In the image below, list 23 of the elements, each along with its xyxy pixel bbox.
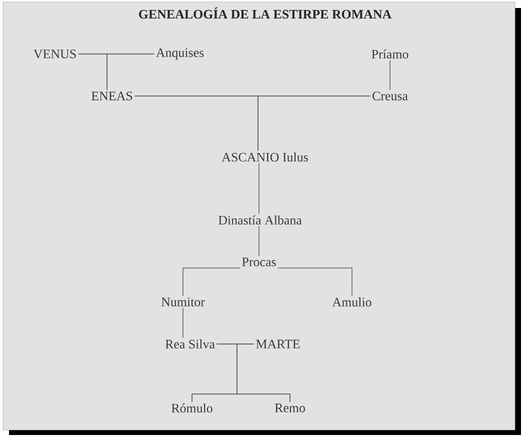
family-line <box>278 268 352 296</box>
name-label: Anquises <box>156 48 204 60</box>
name-label: ENEAS <box>92 92 132 100</box>
title: GENEALOGÍA DE LA ESTIRPE ROMANA <box>138 7 392 19</box>
name-label: Creusa <box>372 92 408 100</box>
family-line <box>182 308 184 338</box>
name-label: Amulio <box>332 297 372 307</box>
family-line <box>258 162 260 214</box>
name-label: MARTE <box>256 340 300 348</box>
family-line <box>236 344 290 402</box>
name-label: Remo <box>274 404 305 412</box>
family-line <box>182 268 240 296</box>
name-label: Dinastía Albana <box>218 215 302 225</box>
name-label: Procas <box>242 258 276 266</box>
name-label: Príamo <box>372 49 408 59</box>
family-line <box>258 226 260 256</box>
name-label: ASCANIO Iulus <box>222 152 308 162</box>
family-line <box>106 54 155 90</box>
name-label: Numitor <box>161 298 205 306</box>
name-label: VENUS <box>34 50 76 58</box>
name-label: Rómulo <box>172 403 212 413</box>
name-label: Rea Silva <box>165 339 215 349</box>
family-line <box>258 96 371 152</box>
